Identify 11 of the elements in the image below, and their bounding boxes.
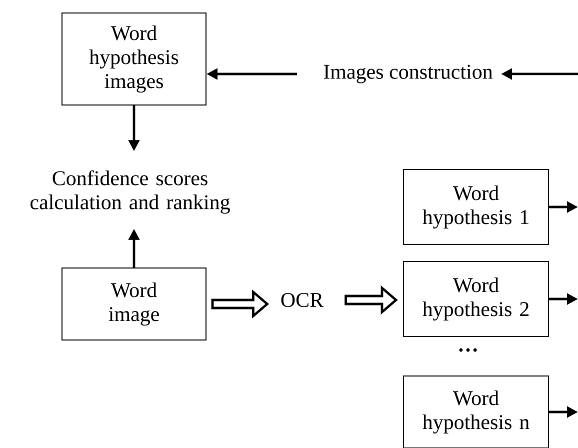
process-box: Word hypothesis n <box>403 376 549 448</box>
process-box: Word hypothesis images <box>62 12 206 106</box>
step-label: OCR <box>281 292 324 308</box>
step-label: Confidence scores calculation and ranking <box>30 170 230 214</box>
hollow-arrow <box>211 289 270 319</box>
process-box: Word image <box>62 268 206 340</box>
ellipsis: … <box>459 348 477 352</box>
process-box: Word hypothesis 1 <box>403 169 549 245</box>
process-box: Word hypothesis 2 <box>403 261 549 337</box>
step-label: Images construction <box>324 64 493 84</box>
hollow-arrow <box>344 285 398 315</box>
